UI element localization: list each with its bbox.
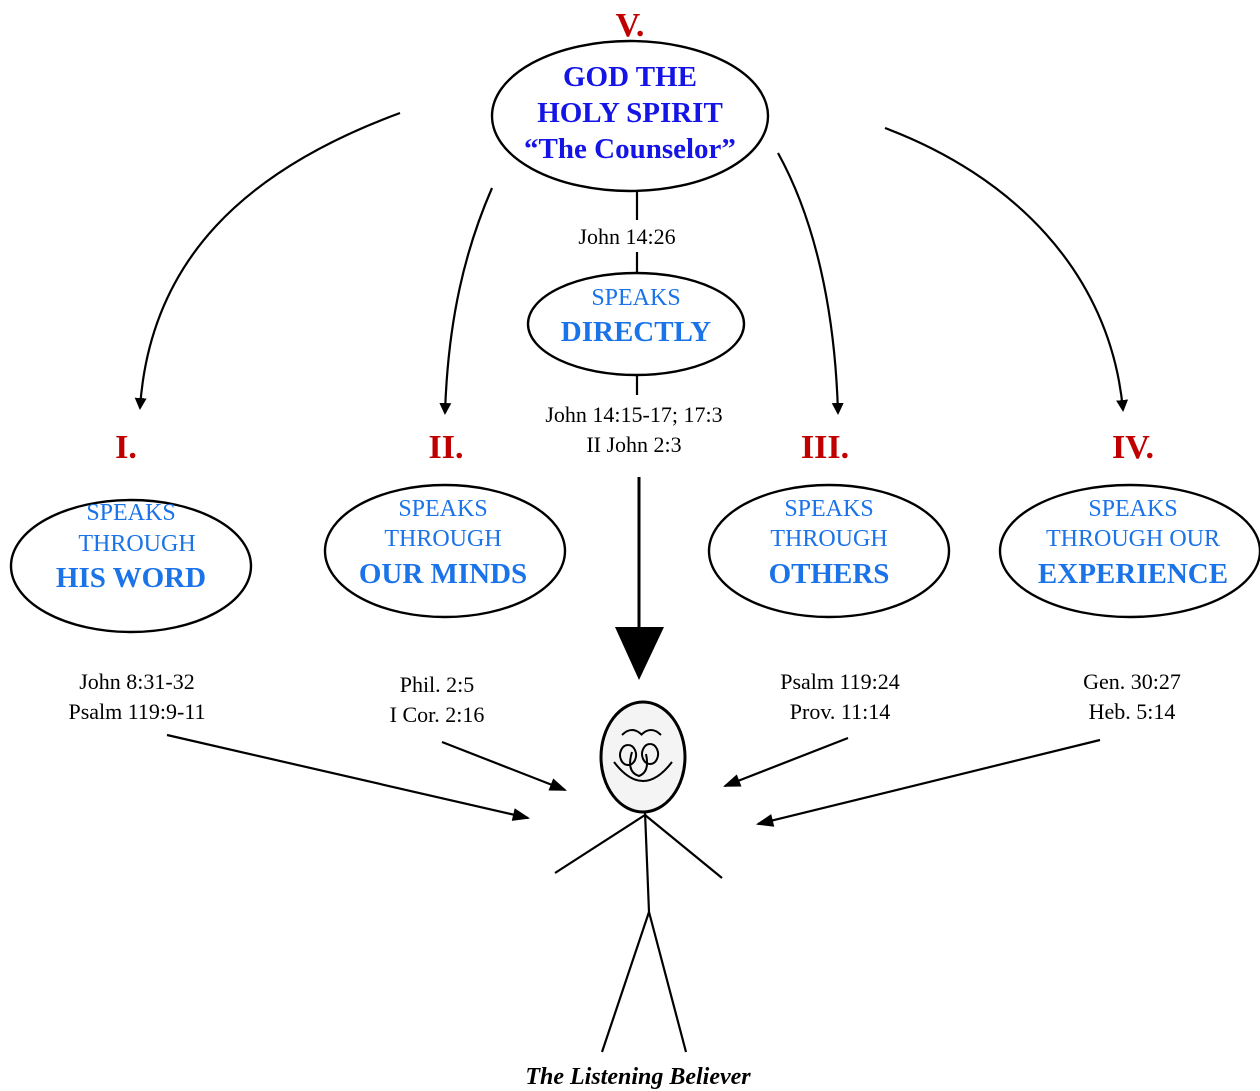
numeral-i: I. — [115, 429, 137, 466]
our-minds-line1: SPEAKS — [398, 496, 487, 522]
ref-john-14-15: John 14:15-17; 17:3 — [545, 402, 722, 427]
holy-spirit-subtitle: “The Counselor” — [524, 133, 736, 165]
our-minds-ellipse — [323, 483, 567, 619]
arrow-from-others-refs — [722, 736, 849, 788]
his-word-line2: THROUGH — [78, 531, 195, 557]
believer-left-arm — [554, 814, 646, 874]
others-ellipse — [707, 483, 951, 619]
experience-line2: THROUGH OUR — [1046, 526, 1220, 552]
holy-spirit-title-line2: HOLY SPIRIT — [537, 97, 723, 129]
believer-left-leg — [600, 911, 651, 1053]
our-minds-line3: OUR MINDS — [359, 558, 527, 590]
our-minds-ref1: Phil. 2:5 — [400, 672, 475, 697]
caption-listening-believer: The Listening Believer — [525, 1064, 751, 1090]
believer-right-arm — [644, 814, 723, 879]
experience-ref1: Gen. 30:27 — [1083, 669, 1181, 694]
his-word-ellipse — [9, 498, 253, 634]
experience-line1: SPEAKS — [1088, 496, 1177, 522]
arrow-from-his-word-refs — [166, 733, 531, 821]
direct-arrowhead — [615, 627, 664, 680]
speaks-directly-line1: SPEAKS — [591, 285, 680, 311]
his-word-line1: SPEAKS — [86, 500, 175, 526]
ref-john-14-26: John 14:26 — [578, 224, 675, 249]
numeral-ii: II. — [429, 429, 464, 466]
others-line2: THROUGH — [770, 526, 887, 552]
his-word-ref2: Psalm 119:9-11 — [68, 699, 205, 724]
his-word-line3: HIS WORD — [56, 562, 206, 594]
believer-right-leg — [647, 911, 688, 1053]
face-icon — [613, 729, 673, 782]
arrow-from-our-minds-refs — [441, 740, 568, 792]
arrow-to-others — [777, 152, 844, 415]
arrow-to-experience — [884, 126, 1129, 412]
speaks-directly-line2: DIRECTLY — [561, 316, 711, 348]
our-minds-ref2: I Cor. 2:16 — [390, 702, 485, 727]
experience-line3: EXPERIENCE — [1038, 558, 1228, 590]
his-word-ref1: John 8:31-32 — [79, 669, 195, 694]
arrow-from-experience-refs — [755, 738, 1101, 827]
believer-body — [643, 811, 651, 913]
others-line1: SPEAKS — [784, 496, 873, 522]
holy-spirit-ellipse — [490, 39, 770, 193]
others-ref1: Psalm 119:24 — [780, 669, 900, 694]
numeral-iii: III. — [801, 429, 849, 466]
experience-ellipse — [998, 483, 1260, 619]
holy-spirit-title-line1: GOD THE — [563, 61, 697, 93]
arrow-to-our-minds — [439, 187, 494, 415]
others-ref2: Prov. 11:14 — [790, 699, 890, 724]
listening-believer-figure — [554, 700, 723, 1053]
ref-ii-john-2-3: II John 2:3 — [586, 432, 681, 457]
our-minds-line2: THROUGH — [384, 526, 501, 552]
top-numeral: V. — [616, 7, 645, 44]
numeral-iv: IV. — [1112, 429, 1154, 466]
others-line3: OTHERS — [769, 558, 890, 590]
arrow-to-his-word — [134, 111, 401, 410]
experience-ref2: Heb. 5:14 — [1089, 699, 1176, 724]
